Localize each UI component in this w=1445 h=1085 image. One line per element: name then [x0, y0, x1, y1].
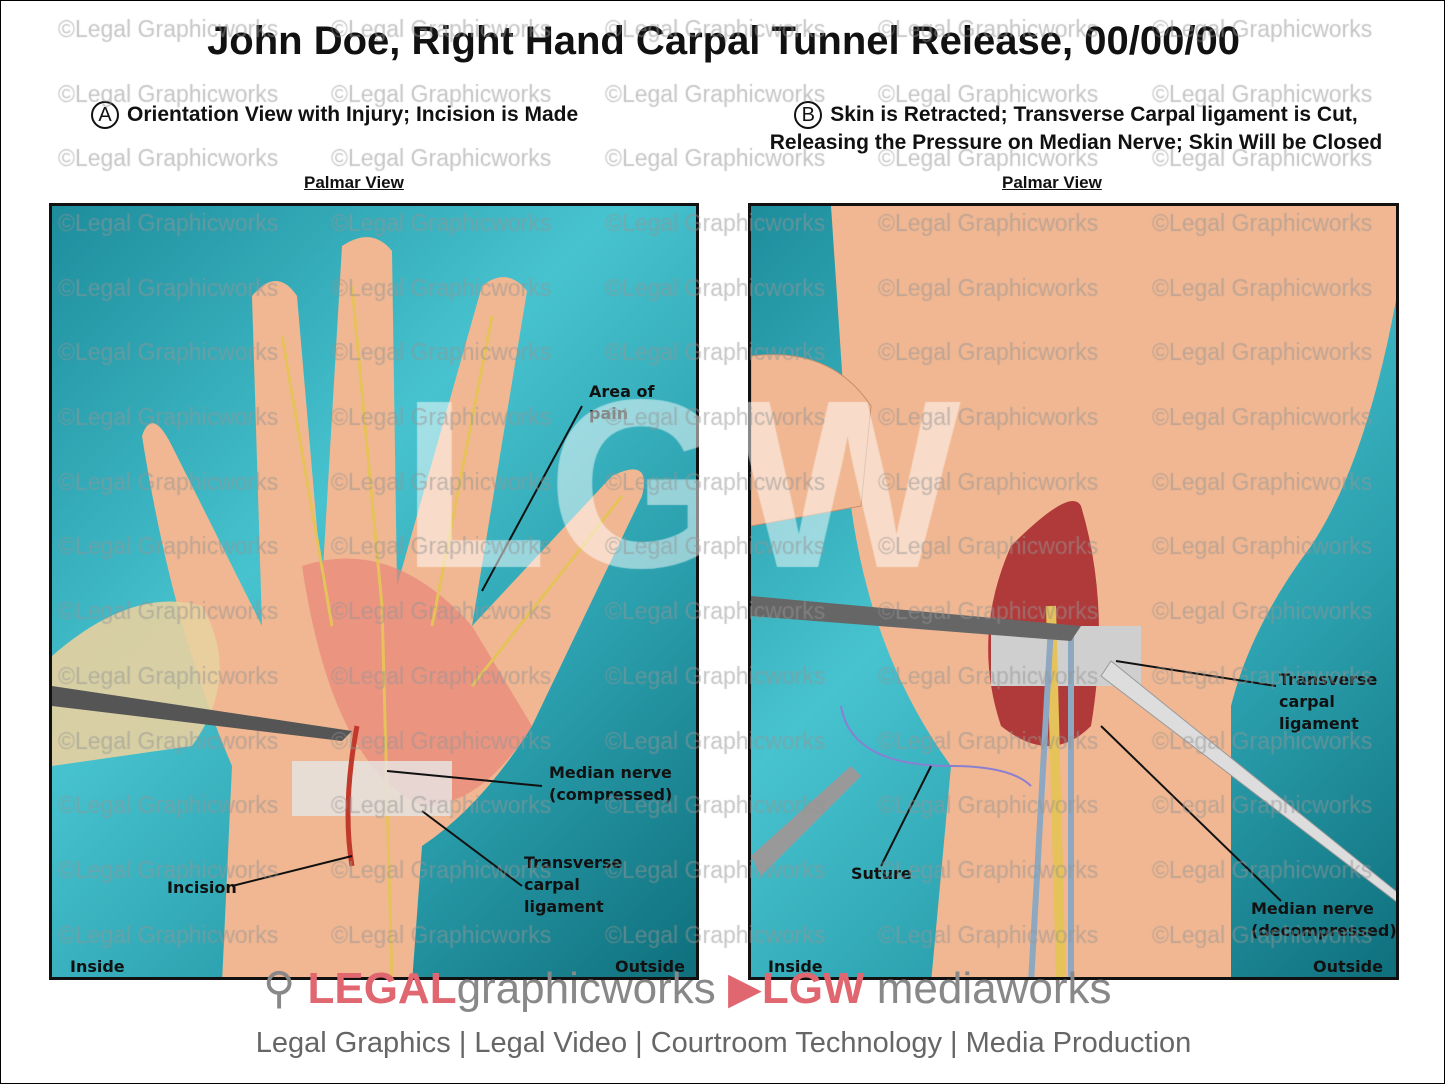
footer-tagline: Legal Graphics | Legal Video | Courtroom… — [255, 1027, 1192, 1059]
panel-a-illustration: Area of pain Median nerve (compressed) T… — [49, 203, 699, 980]
label-transverse-carpal-ligament-b: Transverse carpal ligament — [1279, 670, 1378, 733]
label-median-nerve-decompressed: Median nerve (decompressed) — [1251, 899, 1397, 940]
label-incision: Incision — [167, 878, 237, 897]
panel-a-view-label: Palmar View — [304, 173, 404, 192]
panel-b-heading-line1: Skin is Retracted; Transverse Carpal lig… — [830, 103, 1358, 126]
label-area-of-pain: Area of pain — [589, 382, 655, 423]
logo-mediaworks: mediaworks — [876, 964, 1112, 1013]
panel-b-view-label: Palmar View — [1002, 173, 1102, 192]
page-title: John Doe, Right Hand Carpal Tunnel Relea… — [207, 19, 1240, 63]
panel-a-heading-text: Orientation View with Injury; Incision i… — [127, 103, 579, 126]
surgery-illustration-b — [751, 206, 1396, 977]
label-transverse-carpal-ligament: Transverse carpal ligament — [524, 853, 623, 916]
label-outside-b: Outside — [1313, 957, 1383, 976]
logo-graphicworks: graphicworks — [456, 964, 716, 1013]
panel-a-heading: A Orientation View with Injury; Incision … — [91, 101, 578, 129]
magnifier-icon: ⚲ — [263, 964, 296, 1013]
panel-b-illustration: Transverse carpal ligament Suture Median… — [748, 203, 1399, 980]
label-suture: Suture — [851, 864, 912, 883]
play-icon: ▶ — [728, 964, 762, 1013]
panel-b-letter: B — [794, 101, 823, 129]
logo-lgw: LGW — [761, 964, 865, 1013]
footer-logo: ⚲ LEGALgraphicworks ▶LGW mediaworks — [263, 963, 1112, 1014]
logo-legal: LEGAL — [307, 964, 457, 1013]
panel-a-letter: A — [91, 101, 119, 129]
label-median-nerve-compressed: Median nerve (compressed) — [549, 763, 673, 804]
panel-b-heading-line2: Releasing the Pressure on Median Nerve; … — [769, 131, 1383, 154]
label-inside: Inside — [70, 957, 125, 976]
panel-b-heading: B Skin is Retracted; Transverse Carpal li… — [721, 101, 1431, 157]
